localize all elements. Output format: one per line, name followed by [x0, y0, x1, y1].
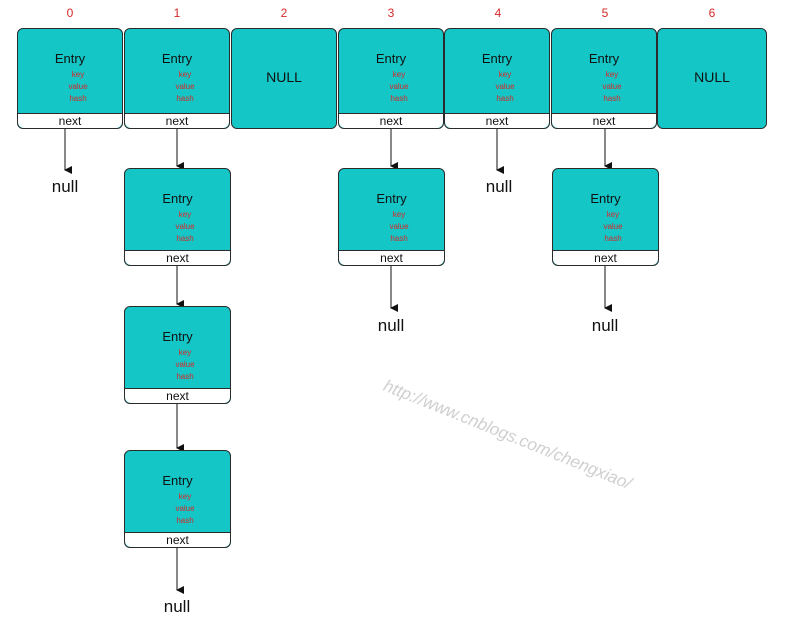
entry-title: Entry [162, 191, 193, 206]
field-key: key [178, 70, 192, 79]
null-terminator-0: null [51, 177, 79, 196]
field-value: value [495, 82, 515, 91]
field-hash: hash [69, 94, 87, 103]
field-hash: hash [496, 94, 514, 103]
field-key: key [178, 348, 192, 357]
bucket-index-3: 3 [387, 6, 395, 20]
entry-title: Entry [161, 51, 193, 66]
field-hash: hash [176, 516, 194, 525]
entry-node-chain-5-2: Entry key value hash next [552, 168, 659, 266]
next-pointer: next [552, 113, 656, 128]
entry-title: Entry [162, 473, 193, 488]
entry-node-bucket-5: Entry key value hash next [551, 28, 657, 129]
entry-node-bucket-1: Entry key value hash next [124, 28, 230, 129]
field-value: value [175, 360, 195, 369]
entry-node-bucket-0: Entry key value hash next [17, 28, 123, 129]
field-hash: hash [176, 94, 194, 103]
entry-node-chain-1-3: Entry key value hash next [124, 306, 231, 404]
null-terminator-4: null [485, 177, 513, 196]
field-value: value [389, 82, 409, 91]
field-key: key [498, 70, 512, 79]
field-key: key [606, 210, 620, 219]
entry-node-bucket-3: Entry key value hash next [338, 28, 444, 129]
field-hash: hash [176, 372, 194, 381]
entry-title: Entry [590, 191, 621, 206]
field-value: value [602, 82, 622, 91]
entry-title: Entry [375, 51, 407, 66]
next-pointer: next [339, 250, 444, 265]
next-pointer: next [125, 250, 230, 265]
field-value: value [603, 222, 623, 231]
field-hash: hash [176, 234, 194, 243]
entry-title: Entry [588, 51, 620, 66]
bucket-index-4: 4 [494, 6, 502, 20]
field-value: value [175, 504, 195, 513]
field-hash: hash [390, 94, 408, 103]
next-pointer: next [553, 250, 658, 265]
null-bucket-6: NULL [657, 28, 767, 129]
field-hash: hash [603, 94, 621, 103]
entry-node-chain-1-4: Entry key value hash next [124, 450, 231, 548]
next-pointer: next [125, 113, 229, 128]
field-hash: hash [390, 234, 408, 243]
bucket-index-1: 1 [173, 6, 181, 20]
null-bucket-label: NULL [694, 69, 730, 85]
next-pointer: next [445, 113, 549, 128]
next-pointer: next [339, 113, 443, 128]
field-key: key [71, 70, 85, 79]
field-value: value [175, 82, 195, 91]
entry-title: Entry [376, 191, 407, 206]
field-value: value [389, 222, 409, 231]
entry-title: Entry [162, 329, 193, 344]
field-key: key [178, 492, 192, 501]
field-value: value [175, 222, 195, 231]
field-key: key [392, 70, 406, 79]
entry-node-chain-1-2: Entry key value hash next [124, 168, 231, 266]
field-hash: hash [604, 234, 622, 243]
entry-title: Entry [481, 51, 513, 66]
null-bucket-2: NULL [231, 28, 337, 129]
bucket-index-2: 2 [280, 6, 288, 20]
bucket-index-6: 6 [708, 6, 716, 20]
entry-node-bucket-4: Entry key value hash next [444, 28, 550, 129]
bucket-index-0: 0 [66, 6, 74, 20]
null-terminator-5: null [591, 316, 619, 335]
field-key: key [392, 210, 406, 219]
next-pointer: next [125, 388, 230, 403]
bucket-index-5: 5 [601, 6, 609, 20]
null-terminator-1: null [163, 597, 191, 616]
next-pointer: next [125, 532, 230, 547]
field-value: value [68, 82, 88, 91]
field-key: key [605, 70, 619, 79]
null-terminator-3: null [377, 316, 405, 335]
entry-title: Entry [54, 51, 86, 66]
entry-node-chain-3-2: Entry key value hash next [338, 168, 445, 266]
null-bucket-label: NULL [266, 69, 302, 85]
next-pointer: next [18, 113, 122, 128]
field-key: key [178, 210, 192, 219]
